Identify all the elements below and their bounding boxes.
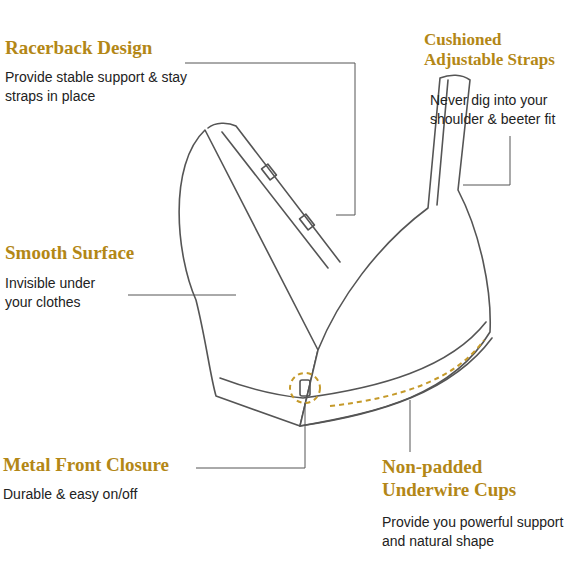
strap-slider [262, 164, 277, 180]
leader-line [128, 295, 236, 296]
leader-line [185, 63, 355, 215]
leader-line [410, 400, 411, 452]
racerback-strap [208, 123, 340, 262]
leader-line [463, 136, 510, 185]
feature-heading: Racerback Design [5, 37, 205, 60]
right-cup [300, 75, 490, 426]
feature-description: Provide you powerful support and natural… [382, 513, 576, 551]
feature-description: Provide stable support & stay straps in … [5, 68, 190, 106]
front-closure [300, 380, 310, 396]
underband [220, 322, 486, 398]
leader-line [196, 403, 305, 468]
feature-heading: Metal Front Closure [3, 454, 198, 477]
feature-heading: Cushioned Adjustable Straps [424, 30, 578, 71]
feature-description: Never dig into your shoulder & beeter fi… [430, 91, 575, 129]
feature-heading: Non-padded Underwire Cups [382, 456, 562, 502]
feature-description: Invisible under your clothes [5, 274, 125, 312]
feature-description: Durable & easy on/off [3, 485, 203, 504]
underwire [330, 340, 484, 406]
racerback-strap [222, 132, 328, 268]
underband [300, 338, 492, 426]
feature-heading: Smooth Surface [5, 242, 205, 265]
closure-highlight [290, 373, 320, 403]
strap-slider [300, 214, 315, 230]
left-cup [179, 130, 318, 426]
